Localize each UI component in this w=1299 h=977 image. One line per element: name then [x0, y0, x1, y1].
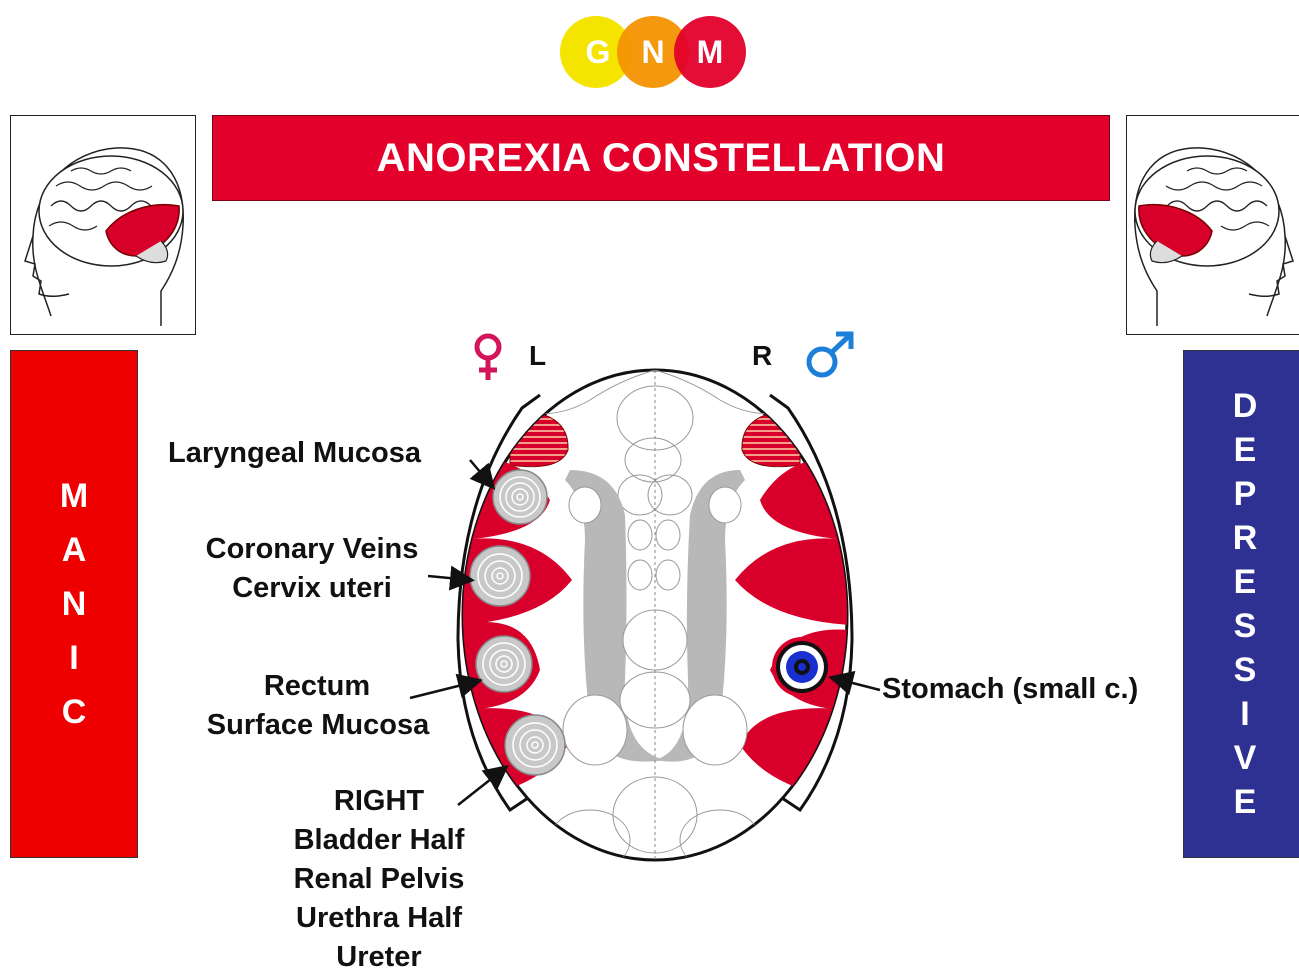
depressive-letter-7: I: [1240, 697, 1249, 731]
manic-letter-3: I: [69, 641, 78, 675]
depressive-letter-8: V: [1234, 741, 1257, 775]
ring-focus-coronary: [470, 546, 530, 606]
label-coronary-line-2: Cervix uteri: [192, 569, 432, 608]
brain-image-left: [10, 115, 196, 335]
manic-letter-2: N: [62, 587, 87, 621]
label-laryngeal-mucosa: Laryngeal Mucosa: [168, 434, 421, 473]
ring-focus-rectum: [476, 636, 532, 692]
gnm-logo: G N M: [558, 14, 748, 90]
logo-letter-g: G: [586, 34, 611, 70]
ring-focus-laryngeal: [493, 470, 547, 524]
brain-head-icon-mirrored: [1127, 116, 1299, 335]
manic-letter-0: M: [60, 479, 88, 513]
depressive-letter-6: S: [1234, 653, 1257, 687]
brain-head-icon: [11, 116, 196, 335]
depressive-letter-1: E: [1234, 433, 1257, 467]
depressive-letter-3: R: [1233, 521, 1258, 555]
ring-focus-bladder: [505, 715, 565, 775]
label-coronary-veins: Coronary Veins Cervix uteri: [192, 530, 432, 608]
page-title: ANOREXIA CONSTELLATION: [377, 136, 946, 181]
depressive-letter-0: D: [1233, 389, 1258, 423]
depressive-letter-2: P: [1234, 477, 1257, 511]
label-right-line-3: Renal Pelvis: [278, 860, 480, 899]
label-rectum-line-2: Surface Mucosa: [190, 706, 446, 745]
label-right-line-2: Bladder Half: [278, 821, 480, 860]
manic-letter-1: A: [62, 533, 87, 567]
stomach-focus: [772, 637, 832, 697]
label-right-line-4: Urethra Half: [278, 899, 480, 938]
label-rectum-line-1: Rectum: [190, 667, 446, 706]
depressive-letter-5: S: [1234, 609, 1257, 643]
logo-letter-m: M: [697, 34, 724, 70]
organ-diagram: [440, 340, 900, 880]
logo-letter-n: N: [641, 34, 664, 70]
label-right-line-1: RIGHT: [278, 782, 480, 821]
label-stomach: Stomach (small c.): [882, 670, 1138, 709]
title-banner: ANOREXIA CONSTELLATION: [212, 115, 1110, 201]
label-right-line-5: Ureter: [278, 938, 480, 977]
label-coronary-line-1: Coronary Veins: [192, 530, 432, 569]
label-right-bladder: RIGHT Bladder Half Renal Pelvis Urethra …: [278, 782, 480, 977]
depressive-letter-4: E: [1234, 565, 1257, 599]
manic-letter-4: C: [62, 695, 87, 729]
brain-image-right: [1126, 115, 1299, 335]
depressive-letter-9: E: [1234, 785, 1257, 819]
label-rectum: Rectum Surface Mucosa: [190, 667, 446, 745]
